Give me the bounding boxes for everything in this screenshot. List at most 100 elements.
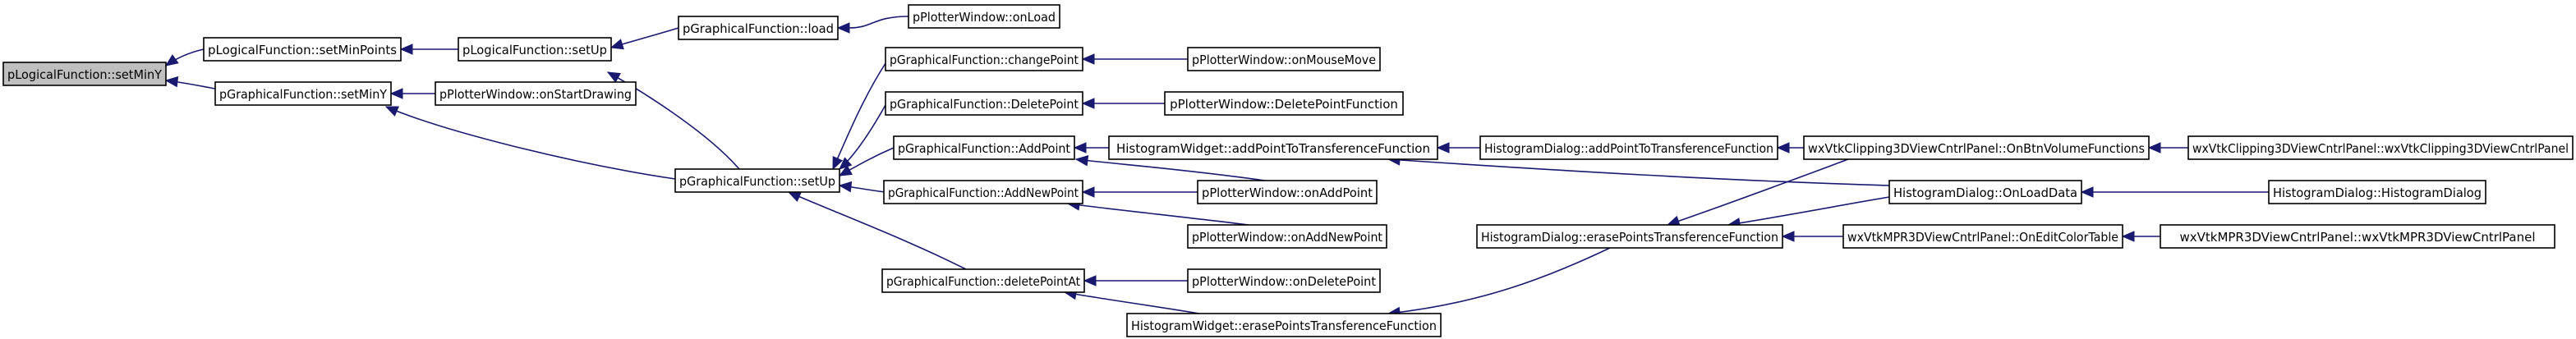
node-wxc_ctor[interactable]: wxVtkClipping3DViewCntrlPanel::wxVtkClip… xyxy=(2187,135,2574,160)
node-root[interactable]: pLogicalFunction::setMinY xyxy=(2,62,167,86)
edge-pw_onStartDrawing-to-gf_setMinY xyxy=(389,88,435,99)
edge-arrowhead xyxy=(1081,186,1095,198)
node-pw_onLoad[interactable]: pPlotterWindow::onLoad xyxy=(908,4,1060,29)
node-box[interactable] xyxy=(908,4,1060,29)
node-box[interactable] xyxy=(214,81,392,106)
node-label: pLogicalFunction::setMinY xyxy=(7,67,163,82)
edge-line xyxy=(1064,291,1200,314)
node-box[interactable] xyxy=(1842,224,2123,249)
edge-line xyxy=(1387,158,1890,186)
node-box[interactable] xyxy=(1888,180,2082,204)
edge-arrowhead xyxy=(1083,275,1097,286)
node-box[interactable] xyxy=(2268,180,2486,204)
edge-line xyxy=(1387,247,1611,314)
node-box[interactable] xyxy=(1479,135,1778,160)
edge-gf_setMinY-to-root xyxy=(164,76,216,89)
node-box[interactable] xyxy=(1803,135,2150,160)
node-hd_addPointToTransferenceFunction[interactable]: HistogramDialog::addPointToTransferenceF… xyxy=(1479,135,1778,160)
node-box[interactable] xyxy=(203,37,402,62)
node-lf_setUp[interactable]: pLogicalFunction::setUp xyxy=(458,37,612,62)
edge-wxc_OnBtnVolumeFunctions-to-hd_erasePointsTransferenceFunction xyxy=(1666,158,1849,227)
node-wxc_OnBtnVolumeFunctions[interactable]: wxVtkClipping3DViewCntrlPanel::OnBtnVolu… xyxy=(1803,135,2150,160)
node-box[interactable] xyxy=(883,180,1083,204)
node-pw_DeletePointFunction[interactable]: pPlotterWindow::DeletePointFunction xyxy=(1164,91,1404,116)
node-label: pGraphicalFunction::AddNewPoint xyxy=(888,186,1079,200)
node-box[interactable] xyxy=(1187,47,1381,71)
node-gf_AddPoint[interactable]: pGraphicalFunction::AddPoint xyxy=(893,135,1075,160)
node-label: pPlotterWindow::onLoad xyxy=(913,10,1056,25)
node-box[interactable] xyxy=(2160,224,2555,249)
node-pw_onDeletePoint[interactable]: pPlotterWindow::onDeletePoint xyxy=(1187,268,1381,293)
node-label: wxVtkClipping3DViewCntrlPanel::OnBtnVolu… xyxy=(1808,141,2145,156)
node-pw_onAddPoint[interactable]: pPlotterWindow::onAddPoint xyxy=(1197,180,1378,204)
edge-lf_setMinPoints-to-root xyxy=(164,48,205,66)
node-box[interactable] xyxy=(1197,180,1378,204)
edge-gf_changePoint-to-gf_setUp xyxy=(832,60,888,171)
edge-wxc_OnBtnVolumeFunctions-to-hd_addPointToTransferenceFunction xyxy=(1776,142,1804,153)
node-box[interactable] xyxy=(1108,135,1438,160)
node-box[interactable] xyxy=(674,168,840,193)
node-box[interactable] xyxy=(678,16,839,40)
node-wxm_ctor[interactable]: wxVtkMPR3DViewCntrlPanel::wxVtkMPR3DView… xyxy=(2160,224,2555,249)
node-box[interactable] xyxy=(1187,224,1387,249)
node-gf_deletePointAt[interactable]: pGraphicalFunction::deletePointAt xyxy=(881,268,1085,293)
node-box[interactable] xyxy=(1164,91,1404,116)
node-lf_setMinPoints[interactable]: pLogicalFunction::setMinPoints xyxy=(203,37,402,62)
node-box[interactable] xyxy=(893,135,1075,160)
edge-arrowhead xyxy=(839,157,853,170)
node-label: HistogramDialog::erasePointsTransference… xyxy=(1481,230,1778,245)
node-box[interactable] xyxy=(1476,224,1783,249)
node-box[interactable] xyxy=(2,62,167,86)
edge-pw_onAddPoint-to-gf_AddPoint xyxy=(1074,155,1266,181)
node-box[interactable] xyxy=(881,268,1085,293)
edge-line xyxy=(849,16,909,29)
edge-wxc_ctor-to-wxc_OnBtnVolumeFunctions xyxy=(2147,142,2188,153)
node-box[interactable] xyxy=(885,91,1083,116)
node-pw_onMouseMove[interactable]: pPlotterWindow::onMouseMove xyxy=(1187,47,1381,71)
edge-arrowhead xyxy=(787,191,802,202)
edge-line xyxy=(1075,158,1266,181)
edge-arrowhead xyxy=(2080,186,2094,198)
node-hd_OnLoadData[interactable]: HistogramDialog::OnLoadData xyxy=(1888,180,2082,204)
edge-hd_addPointToTransferenceFunction-to-hw_addPointToTransferenceFunction xyxy=(1436,142,1480,153)
node-box[interactable] xyxy=(435,81,637,106)
edge-pw_onLoad-to-gf_load xyxy=(836,16,909,34)
node-pw_onStartDrawing[interactable]: pPlotterWindow::onStartDrawing xyxy=(435,81,637,106)
node-label: pGraphicalFunction::load xyxy=(683,21,834,36)
node-box[interactable] xyxy=(458,37,612,62)
node-hd_ctor[interactable]: HistogramDialog::HistogramDialog xyxy=(2268,180,2486,204)
edge-arrowhead xyxy=(1776,142,1790,153)
edge-gf_setUp-to-gf_setMinY xyxy=(384,106,676,180)
node-hd_erasePointsTransferenceFunction[interactable]: HistogramDialog::erasePointsTransference… xyxy=(1476,224,1783,249)
node-label: pGraphicalFunction::AddPoint xyxy=(898,141,1070,156)
node-gf_load[interactable]: pGraphicalFunction::load xyxy=(678,16,839,40)
edge-arrowhead xyxy=(389,88,403,99)
node-gf_AddNewPoint[interactable]: pGraphicalFunction::AddNewPoint xyxy=(883,180,1083,204)
node-gf_changePoint[interactable]: pGraphicalFunction::changePoint xyxy=(885,47,1083,71)
edge-arrowhead xyxy=(1073,142,1087,153)
node-hw_addPointToTransferenceFunction[interactable]: HistogramWidget::addPointToTransferenceF… xyxy=(1108,135,1438,160)
edge-gf_AddNewPoint-to-gf_setUp xyxy=(838,181,886,193)
node-hw_erasePointsTransferenceFunction[interactable]: HistogramWidget::erasePointsTransference… xyxy=(1126,313,1442,337)
node-label: wxVtkMPR3DViewCntrlPanel::OnEditColorTab… xyxy=(1847,230,2118,245)
node-gf_DeletePoint[interactable]: pGraphicalFunction::DeletePoint xyxy=(885,91,1083,116)
edge-arrowhead xyxy=(610,39,624,50)
node-pw_onAddNewPoint[interactable]: pPlotterWindow::onAddNewPoint xyxy=(1187,224,1387,249)
node-gf_setUp[interactable]: pGraphicalFunction::setUp xyxy=(674,168,840,193)
edge-arrowhead xyxy=(1081,53,1095,65)
node-box[interactable] xyxy=(1187,268,1381,293)
node-box[interactable] xyxy=(885,47,1083,71)
node-box[interactable] xyxy=(1126,313,1442,337)
edge-pw_DeletePointFunction-to-gf_DeletePoint xyxy=(1081,98,1165,109)
node-wxm_OnEditColorTable[interactable]: wxVtkMPR3DViewCntrlPanel::OnEditColorTab… xyxy=(1842,224,2123,249)
node-label: HistogramDialog::OnLoadData xyxy=(1893,186,2077,200)
edge-hd_OnLoadData-to-hd_erasePointsTransferenceFunction xyxy=(1727,196,1890,229)
edge-arrowhead xyxy=(838,165,853,176)
node-label: pGraphicalFunction::setMinY xyxy=(219,87,388,102)
edge-gf_DeletePoint-to-gf_setUp xyxy=(839,104,886,170)
node-box[interactable] xyxy=(2187,135,2574,160)
node-gf_setMinY[interactable]: pGraphicalFunction::setMinY xyxy=(214,81,392,106)
edge-gf_AddPoint-to-gf_setUp xyxy=(838,147,895,176)
node-label: HistogramDialog::addPointToTransferenceF… xyxy=(1484,141,1773,156)
